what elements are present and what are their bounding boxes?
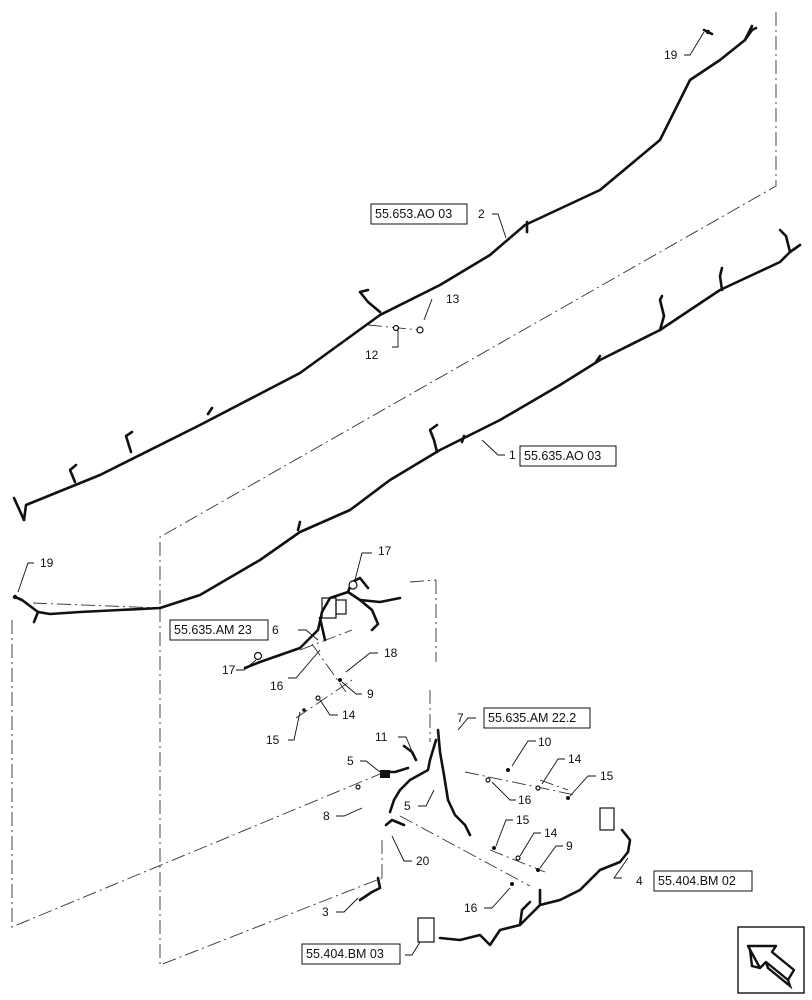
callout-17-top: 17 <box>378 544 392 558</box>
callout-16-lower: 16 <box>464 901 478 915</box>
callout-13: 13 <box>446 292 460 306</box>
callout-1: 1 <box>509 448 516 462</box>
callout-19-left: 19 <box>40 556 54 570</box>
fasteners <box>12 29 711 886</box>
harness-7 <box>380 728 472 837</box>
callout-15-mid: 15 <box>600 769 614 783</box>
callout-3: 3 <box>322 905 329 919</box>
callout-15-upper: 15 <box>266 733 280 747</box>
callout-10: 10 <box>538 735 552 749</box>
harness-1 <box>13 228 802 624</box>
callout-14-lower: 14 <box>544 826 558 840</box>
callout-4: 4 <box>636 874 643 888</box>
callout-20: 20 <box>416 854 430 868</box>
reference-4-link[interactable]: 55.404.BM 02 <box>653 870 753 892</box>
callout-numbers: 19 2 13 12 1 19 17 6 17 16 18 9 14 15 7 … <box>40 48 678 919</box>
reference-3-link[interactable]: 55.404.BM 03 <box>301 943 401 965</box>
reference-7-link[interactable]: 55.635.AM 22.2 <box>483 707 591 729</box>
reference-1-text: 55.635.AO 03 <box>524 449 601 463</box>
callout-11: 11 <box>375 730 388 744</box>
callout-9-lower: 9 <box>566 839 573 853</box>
harness-6 <box>243 576 402 670</box>
callout-9-upper: 9 <box>367 687 374 701</box>
callout-16-mid: 16 <box>518 793 532 807</box>
callout-19-top: 19 <box>664 48 678 62</box>
harness-4 <box>358 807 632 947</box>
callout-16-upper: 16 <box>270 679 284 693</box>
reference-7-text: 55.635.AM 22.2 <box>488 711 576 725</box>
callout-8: 8 <box>323 809 330 823</box>
reference-3-text: 55.404.BM 03 <box>306 947 384 961</box>
callout-2: 2 <box>478 207 485 221</box>
reference-6-text: 55.635.AM 23 <box>174 623 252 637</box>
callout-14-upper: 14 <box>342 708 356 722</box>
harness-2 <box>12 24 758 522</box>
callout-17-left: 17 <box>222 663 236 677</box>
callout-7: 7 <box>457 711 464 725</box>
callout-5-left: 5 <box>347 754 354 768</box>
callout-14-mid: 14 <box>568 752 582 766</box>
callout-leaders <box>17 31 705 956</box>
reference-2-text: 55.653.AO 03 <box>375 207 452 221</box>
callout-18: 18 <box>384 646 398 660</box>
next-page-arrow-icon[interactable] <box>737 926 805 994</box>
callout-12: 12 <box>365 348 379 362</box>
callout-6: 6 <box>272 623 279 637</box>
callout-5-right: 5 <box>404 799 411 813</box>
reference-1-link[interactable]: 55.635.AO 03 <box>519 445 617 467</box>
reference-6-link[interactable]: 55.635.AM 23 <box>169 619 269 641</box>
reference-2-link[interactable]: 55.653.AO 03 <box>370 203 468 225</box>
callout-15-lower: 15 <box>516 813 530 827</box>
reference-4-text: 55.404.BM 02 <box>658 874 736 888</box>
